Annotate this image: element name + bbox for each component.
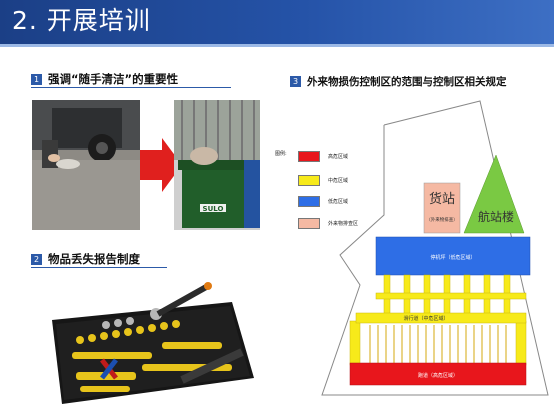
legend-item-low-risk: 低危区域 [298,196,348,207]
legend-label-low: 低危区域 [328,199,349,205]
section-2-heading: 2 物品丢失报告制度 [31,251,140,267]
section-3-label: 外来物损伤控制区的范围与控制区相关规定 [307,76,507,88]
cargo-station-label: 货站 [429,191,455,207]
area-boundary [321,100,549,396]
apron-label: 停机坪（低危区域） [430,254,475,261]
section-1-label: 强调“随手清洁”的重要性 [48,72,179,86]
legend-item-medium-risk: 中危区域 [298,175,348,186]
legend-swatch-high [298,151,320,162]
taxiway-block [355,312,527,324]
cargo-station-block [423,182,461,234]
apron-block [375,236,531,276]
header-divider [0,44,554,47]
bin-brand-label: SULO [203,205,224,213]
section-1-number: 1 [31,73,42,85]
section-2-label: 物品丢失报告制度 [48,252,140,266]
legend-swatch-low [298,196,320,207]
runway-label: 跑道（高危区域） [418,372,458,379]
runway-block [349,362,527,386]
legend-swatch-fod [298,218,320,229]
section-2-underline [31,267,167,268]
legend-item-high-risk: 高危区域 [298,151,348,162]
cleaning-photo: SULO [32,100,260,230]
legend-label-high: 高危区域 [328,154,349,160]
slide-title: 2. 开展培训 [12,6,151,35]
section-1-underline [31,87,231,88]
legend-label-medium: 中危区域 [328,178,349,184]
tool-tray-photo [32,280,260,408]
taxiway-dashes [369,325,507,363]
legend-swatch-medium [298,175,320,186]
taxiway-label: 滑行道（中危区域） [403,315,448,322]
legend-item-fod-check: 外来物排查区 [298,218,358,229]
section-3-heading: 3 外来物损伤控制区的范围与控制区相关规定 [290,74,507,89]
fod-zone-diagram: 货站 （外来物排查） 航站楼 停机坪（低危区域） 滑行道（中危区域） 跑道（高危… [321,100,549,396]
terminal-block [463,154,525,234]
section-3-number: 3 [290,76,301,87]
legend-title: 图例: [275,151,287,157]
section-1-heading: 1 强调“随手清洁”的重要性 [31,71,178,87]
section-2-number: 2 [31,253,42,265]
terminal-label: 航站楼 [478,209,514,224]
cargo-station-sublabel: （外来物排查） [426,216,458,223]
slide-header: 2. 开展培训 [0,0,554,44]
legend-label-fod: 外来物排查区 [328,221,359,227]
